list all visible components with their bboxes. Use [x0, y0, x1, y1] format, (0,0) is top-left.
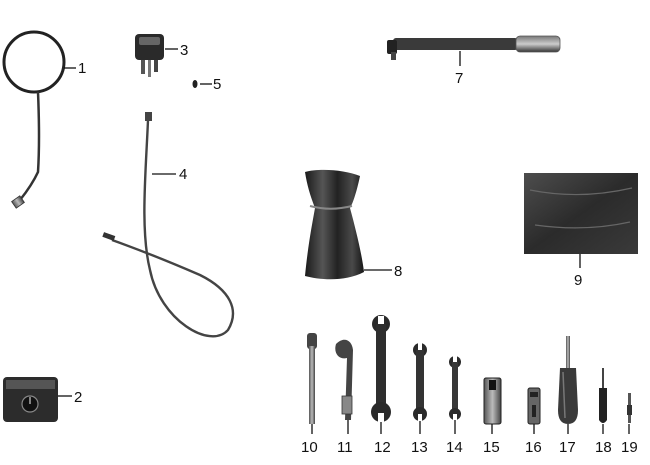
tire-pump-part — [387, 35, 561, 60]
part-number-18: 18 — [595, 439, 612, 456]
socket-part — [483, 377, 502, 425]
small-clip-part — [192, 80, 198, 88]
part-number-1: 1 — [78, 60, 86, 77]
pin-tool-part — [627, 393, 632, 423]
screwdriver-part — [558, 336, 578, 424]
part-number-13: 13 — [411, 439, 428, 456]
part-number-9: 9 — [574, 272, 582, 289]
rod-tool-part — [307, 333, 317, 424]
mirror-part — [2, 30, 66, 209]
cable-part — [102, 112, 234, 338]
hook-spanner-part — [335, 339, 353, 420]
plug-spanner-part — [527, 387, 541, 425]
part-number-10: 10 — [301, 439, 318, 456]
part-number-8: 8 — [394, 263, 402, 280]
small-wrench-part — [449, 356, 461, 421]
part-number-14: 14 — [446, 439, 463, 456]
part-number-11: 11 — [337, 439, 353, 456]
medium-wrench-part — [413, 343, 427, 422]
part-number-3: 3 — [180, 42, 188, 59]
part-number-5: 5 — [213, 76, 221, 93]
part-number-15: 15 — [483, 439, 500, 456]
part-number-17: 17 — [559, 439, 576, 456]
cloth-roll-part — [524, 173, 638, 254]
switch-part — [135, 34, 164, 77]
part-number-16: 16 — [525, 439, 542, 456]
large-wrench-part — [371, 315, 391, 423]
part-number-19: 19 — [621, 439, 638, 456]
part-number-12: 12 — [374, 439, 391, 456]
tool-pouch-part — [305, 169, 364, 280]
part-number-7: 7 — [455, 70, 463, 87]
small-screwdriver-part — [599, 368, 607, 423]
part-number-4: 4 — [179, 166, 187, 183]
lamp-box-part — [3, 377, 58, 422]
part-number-2: 2 — [74, 389, 82, 406]
